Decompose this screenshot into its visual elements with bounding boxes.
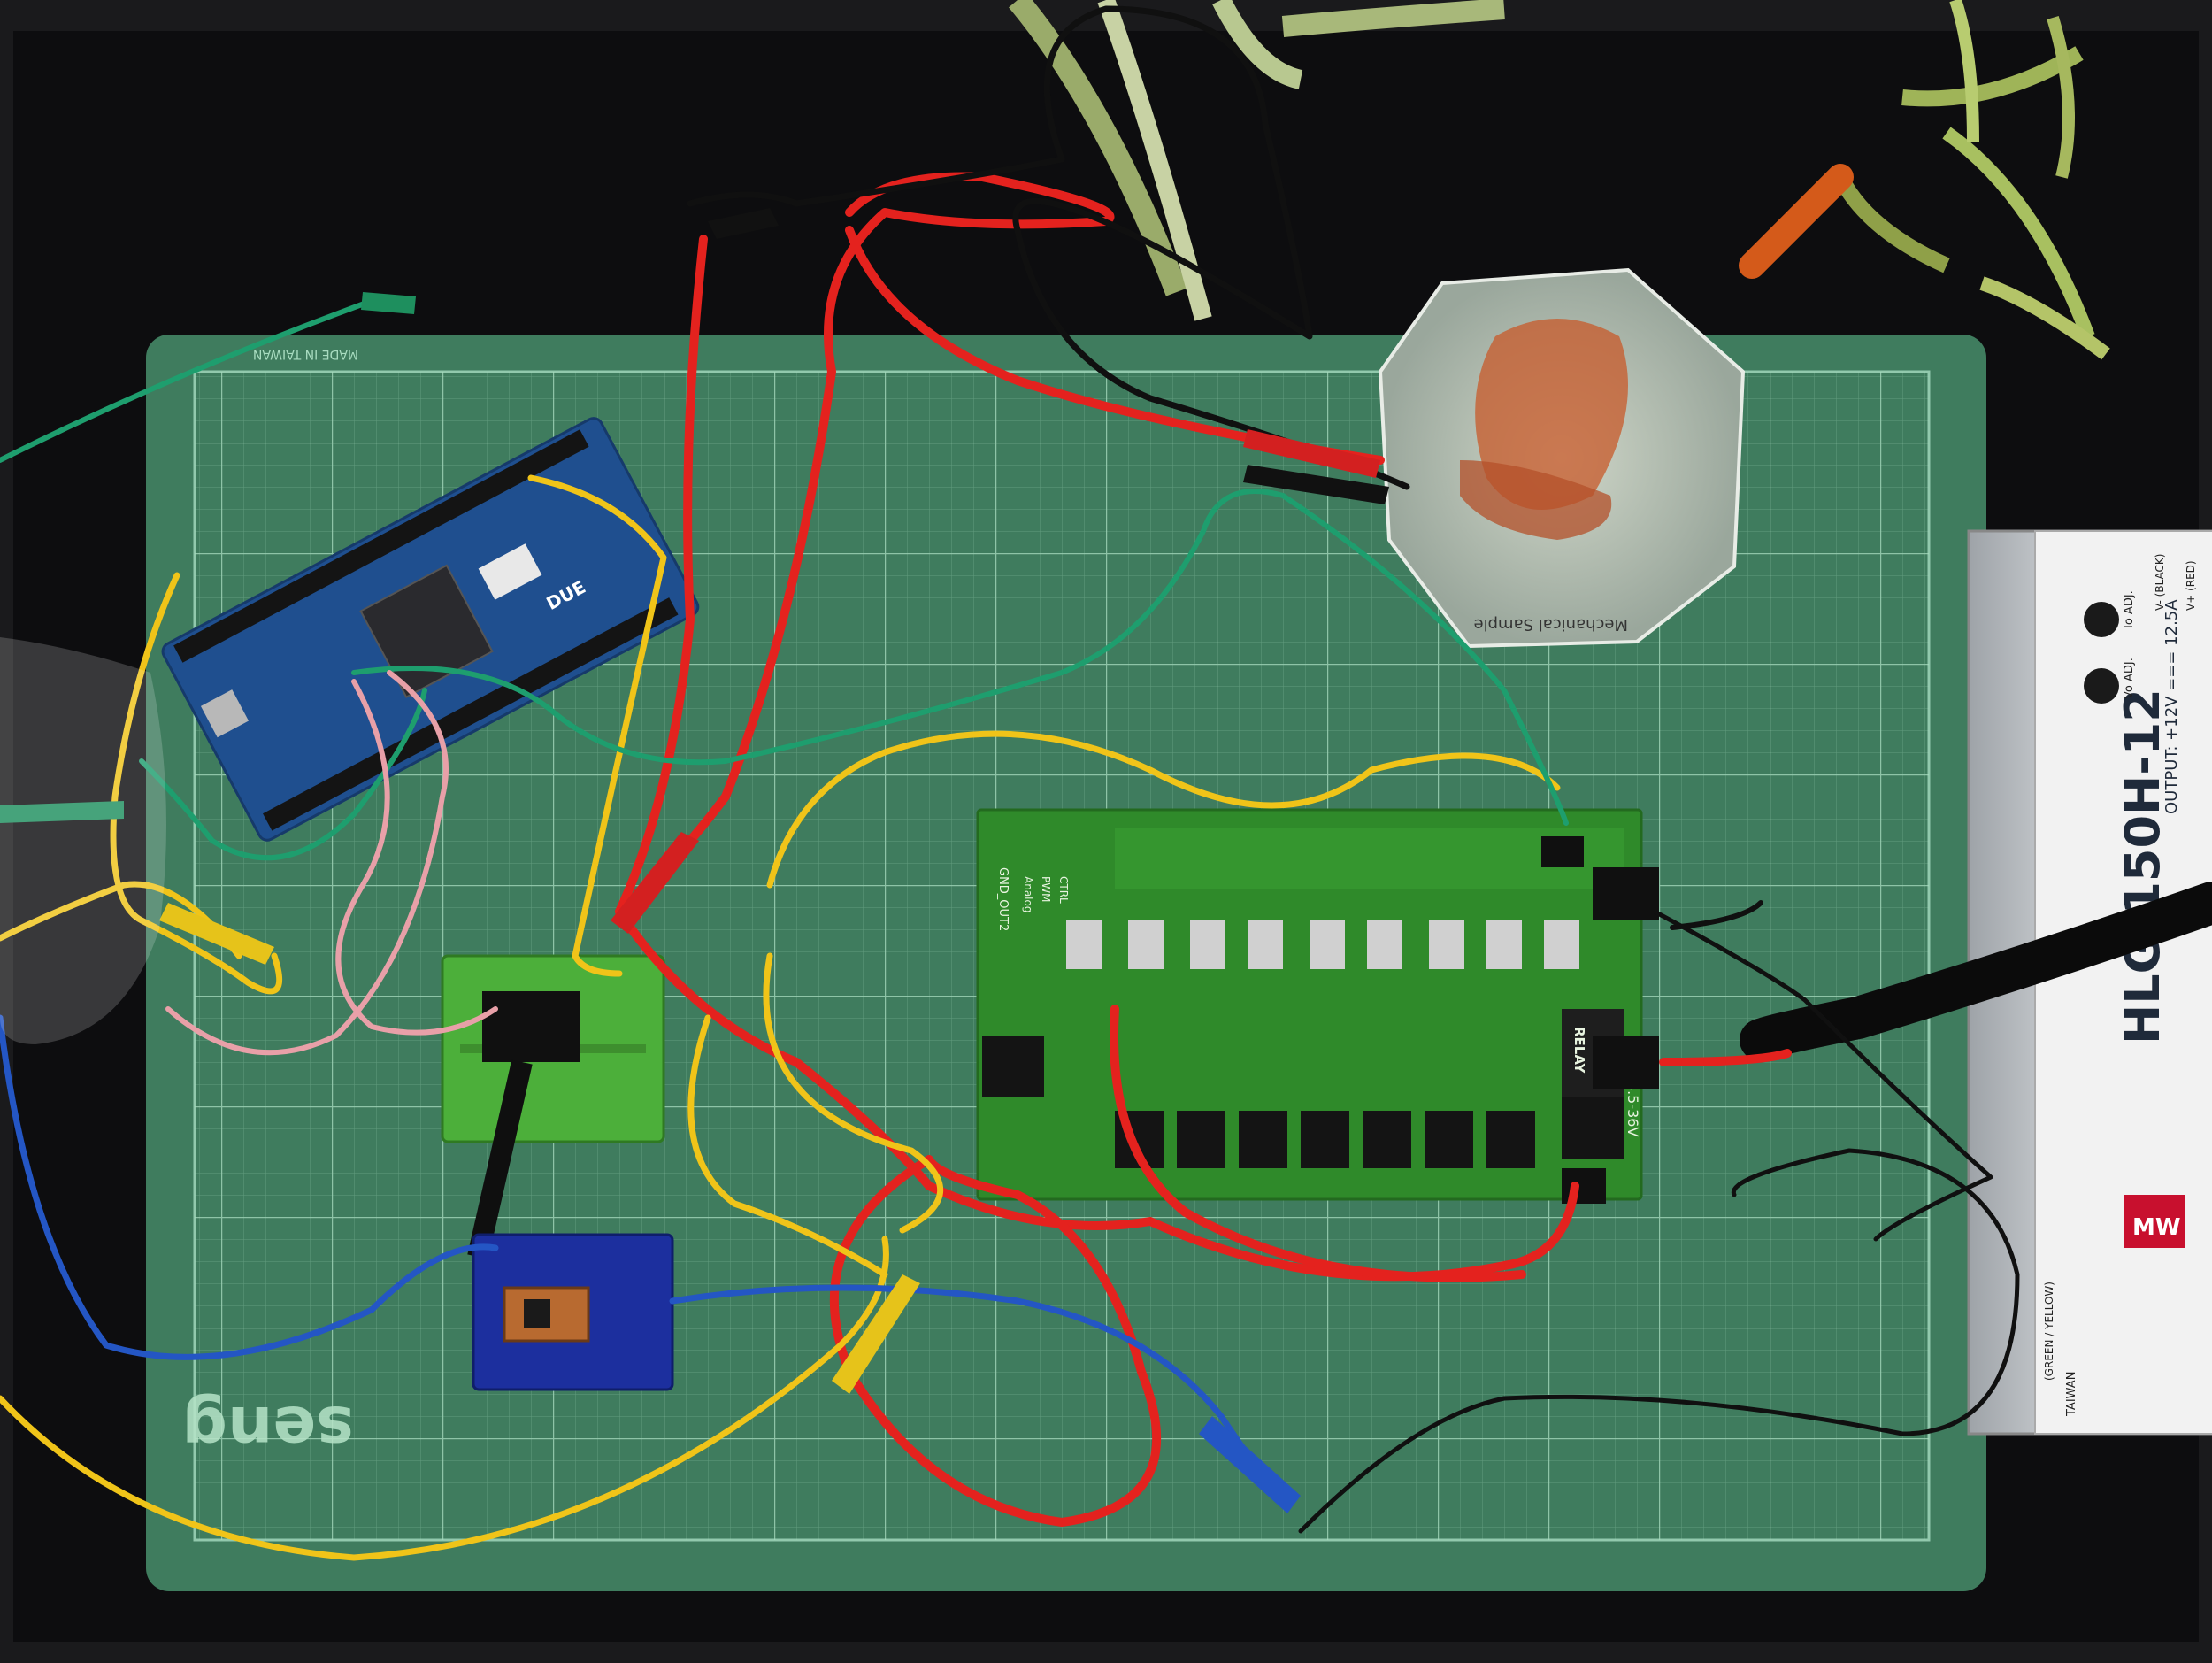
psu-ground: (GREEN / YELLOW) xyxy=(2043,1282,2055,1381)
mechanical-sample: Mechanical Sample xyxy=(1378,267,1746,649)
psu-io-adj: Io ADJ. xyxy=(2123,590,2136,628)
psu-output-label: OUTPUT: +12V === 12.5A xyxy=(2162,599,2181,814)
terminal-blocks xyxy=(1541,836,1659,1204)
psu-model-label: HLG-150H-12 xyxy=(2115,689,2170,1044)
plastic-bag xyxy=(0,637,166,1044)
orange-screwdriver xyxy=(1739,164,1854,279)
pcb-out-label: GND_OUT2 xyxy=(996,867,1010,931)
arduino-board: DUE xyxy=(161,417,700,842)
channel-blocks xyxy=(1066,920,1579,969)
green-breadboard xyxy=(441,954,665,1259)
plant-leaves xyxy=(1009,0,2110,360)
pcb-channels: Analog PWM CTRL xyxy=(1022,876,1070,912)
potentiometer xyxy=(482,991,580,1062)
mat-brand-logo: seng xyxy=(182,1392,354,1467)
alligator-clips xyxy=(0,208,1389,1513)
sample-label: Mechanical Sample xyxy=(1474,615,1629,634)
psu-country: TAIWAN xyxy=(2065,1372,2078,1417)
psu-vo-adj: Vo ADJ. xyxy=(2123,658,2136,699)
psu-brand-logo xyxy=(2124,1195,2185,1248)
blue-breadboard xyxy=(472,1233,674,1391)
psu-v-minus: V- (BLACK) xyxy=(2154,554,2166,611)
mosfets xyxy=(1115,1111,1535,1168)
psu-v-plus: V+ (RED) xyxy=(2185,560,2197,611)
relay-pcb: Input: 4.5-36V GND_OUT2 RELAY Analog PWM… xyxy=(976,808,1659,1204)
mat-made-in: MADE IN TAIWAN xyxy=(253,347,358,361)
channel-label: CTRL xyxy=(1057,876,1070,904)
pcb-relay-label: RELAY xyxy=(1571,1027,1587,1074)
power-cable xyxy=(1740,882,2212,1061)
channel-label: Analog xyxy=(1022,876,1034,912)
psu-brand: MW xyxy=(2132,1214,2181,1241)
channel-label: PWM xyxy=(1040,876,1052,902)
